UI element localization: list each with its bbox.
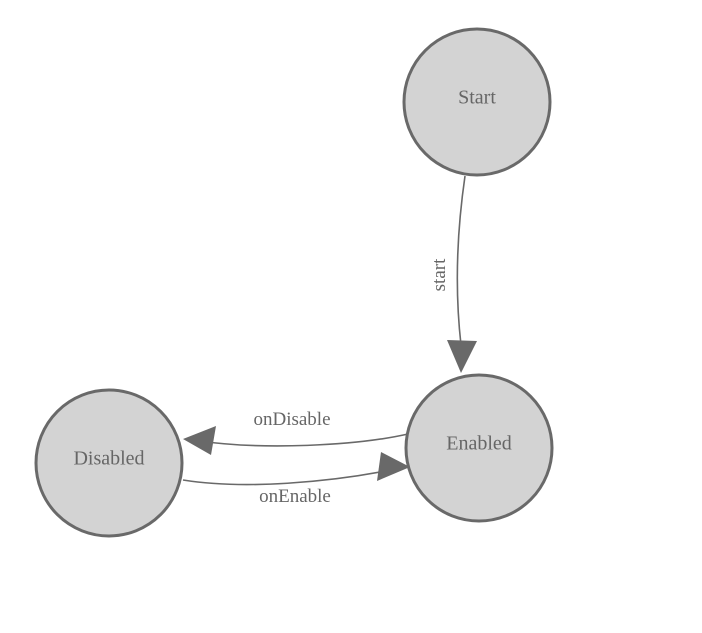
edge-label-start: start bbox=[429, 258, 450, 291]
edge-path-disabled-to-enabled bbox=[182, 469, 392, 486]
edge-label-ondisable: onDisable bbox=[253, 409, 330, 430]
edge-start-to-enabled[interactable]: start bbox=[429, 175, 477, 373]
edge-path-enabled-to-disabled bbox=[199, 433, 409, 447]
node-label-enabled: Enabled bbox=[446, 433, 512, 455]
node-circle-disabled bbox=[34, 388, 184, 538]
arrowhead-into-enabled-from-start bbox=[447, 340, 477, 373]
arrowhead-into-enabled-from-disabled bbox=[377, 452, 410, 481]
node-circle-start bbox=[402, 27, 552, 177]
edge-label-onenable: onEnable bbox=[259, 486, 331, 507]
node-label-disabled: Disabled bbox=[73, 448, 144, 470]
node-label-start: Start bbox=[458, 87, 496, 109]
edge-disabled-to-enabled[interactable]: onEnable bbox=[182, 452, 410, 507]
node-enabled[interactable]: Enabled bbox=[404, 373, 554, 523]
edge-path-start-to-enabled bbox=[456, 175, 466, 346]
node-circle-enabled bbox=[404, 373, 554, 523]
node-disabled[interactable]: Disabled bbox=[34, 388, 184, 538]
node-start[interactable]: Start bbox=[402, 27, 552, 177]
arrowhead-into-disabled bbox=[183, 426, 216, 455]
edge-enabled-to-disabled[interactable]: onDisable bbox=[183, 409, 409, 455]
